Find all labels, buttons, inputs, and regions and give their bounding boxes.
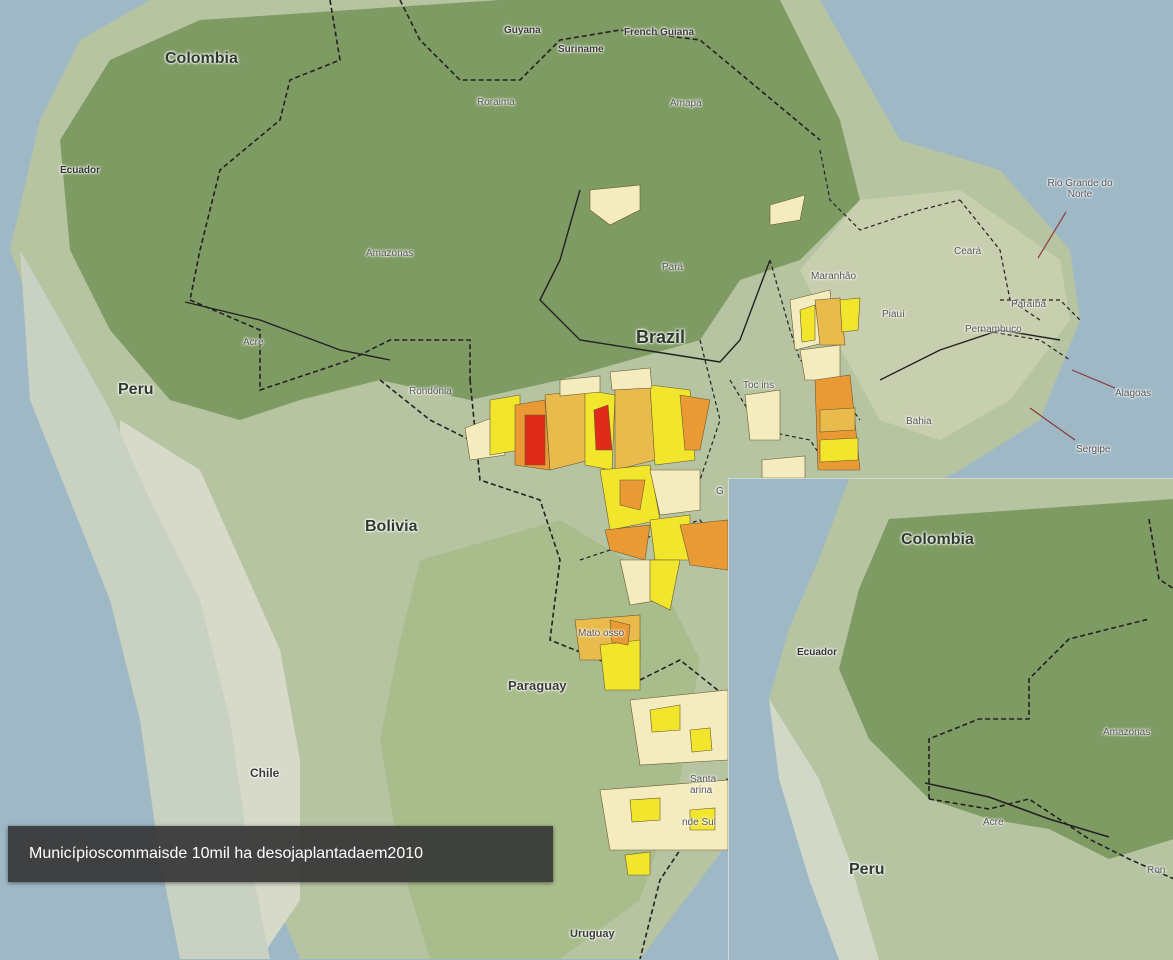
inset-solid-border <box>924 782 1110 838</box>
municipality <box>799 304 816 343</box>
label-chile: Chile <box>250 766 280 780</box>
municipality <box>589 184 641 226</box>
inset-label-rondonia: Ron <box>1147 865 1166 876</box>
municipality <box>769 194 806 226</box>
inset-label-ecuador: Ecuador <box>797 647 838 658</box>
label-paraguay: Paraguay <box>508 678 567 693</box>
municipality <box>679 394 711 451</box>
inset-map[interactable]: Colombia Ecuador Peru Amazonas Acre Ron <box>728 478 1173 960</box>
municipality <box>649 469 701 516</box>
map-caption: Municípioscommaisde 10mil ha desojaplant… <box>8 826 553 882</box>
municipality <box>614 384 656 471</box>
municipality <box>839 297 861 333</box>
municipality <box>599 639 641 691</box>
caption-text: Municípioscommaisde 10mil ha desojaplant… <box>29 845 424 862</box>
label-bahia: Bahia <box>906 416 932 427</box>
municipality <box>609 367 653 391</box>
municipality <box>649 559 681 611</box>
label-guyana: Guyana <box>504 25 541 36</box>
label-french-guiana: French Guiana <box>624 27 695 38</box>
label-peru: Peru <box>118 381 154 398</box>
amazon-forest <box>60 0 860 420</box>
label-maranhao: Maranhão <box>811 271 857 282</box>
municipality <box>609 619 631 646</box>
municipality <box>593 404 613 451</box>
label-suriname: Suriname <box>558 44 604 55</box>
municipality <box>814 297 846 346</box>
municipality <box>761 455 806 479</box>
inset-forest <box>839 499 1173 859</box>
northeast-dry-land <box>800 190 1070 440</box>
inset-label-colombia: Colombia <box>901 531 974 548</box>
label-alagoas: Alagoas <box>1115 388 1152 399</box>
label-colombia: Colombia <box>165 50 238 67</box>
label-ecuador: Ecuador <box>60 165 101 176</box>
label-goias: G <box>716 486 724 497</box>
municipality <box>619 479 646 511</box>
municipality-shading <box>464 184 861 876</box>
label-ceara: Ceará <box>954 246 982 257</box>
inset-label-peru: Peru <box>849 861 885 878</box>
label-acre: Acre <box>243 337 264 348</box>
label-amapa: Amapá <box>670 98 702 109</box>
label-uruguay: Uruguay <box>570 928 615 940</box>
inset-label-acre: Acre <box>983 817 1004 828</box>
municipality <box>819 407 856 433</box>
country-borders <box>189 0 821 959</box>
municipality <box>624 851 651 876</box>
municipality <box>689 807 716 831</box>
municipality <box>744 389 781 441</box>
municipality <box>819 437 859 463</box>
label-bolivia: Bolivia <box>365 518 418 535</box>
label-para: Pará <box>662 262 684 273</box>
internal-solid-borders <box>184 189 1061 381</box>
label-paraiba: Paraíba <box>1011 299 1047 310</box>
label-mato-grosso: Mato osso <box>578 628 625 639</box>
municipality <box>559 375 601 397</box>
label-sergipe: Sergipe <box>1076 444 1111 455</box>
label-santa-catarina: Santa arina <box>690 774 717 796</box>
inset-map-canvas <box>729 479 1173 960</box>
label-tocantins: Toc ins <box>743 380 775 391</box>
municipality <box>524 414 546 466</box>
label-pernambuco: Pernambuco <box>965 324 1022 335</box>
label-rondonia: Rondônia <box>409 386 452 397</box>
label-piaui: Piauí <box>882 309 905 320</box>
label-brazil: Brazil <box>636 327 686 347</box>
inset-borders <box>928 518 1173 880</box>
municipality <box>544 389 591 471</box>
label-amazonas: Amazonas <box>366 248 414 259</box>
leader-line-rio-grande-do-norte <box>1037 211 1067 259</box>
municipality <box>799 344 841 381</box>
inset-coast <box>769 699 879 960</box>
municipality <box>689 727 713 753</box>
label-rio-grande-do-sul: nde Sul <box>682 817 716 828</box>
municipality <box>649 704 681 733</box>
label-roraima: Roraima <box>477 97 515 108</box>
pacific-coast <box>20 250 270 959</box>
label-rio-grande-do-norte: Rio Grande do Norte <box>1047 178 1113 200</box>
inset-label-amazonas: Amazonas <box>1103 727 1151 738</box>
municipality <box>629 797 661 823</box>
leader-line-alagoas <box>1071 369 1116 389</box>
leader-line-sergipe <box>1029 407 1076 441</box>
